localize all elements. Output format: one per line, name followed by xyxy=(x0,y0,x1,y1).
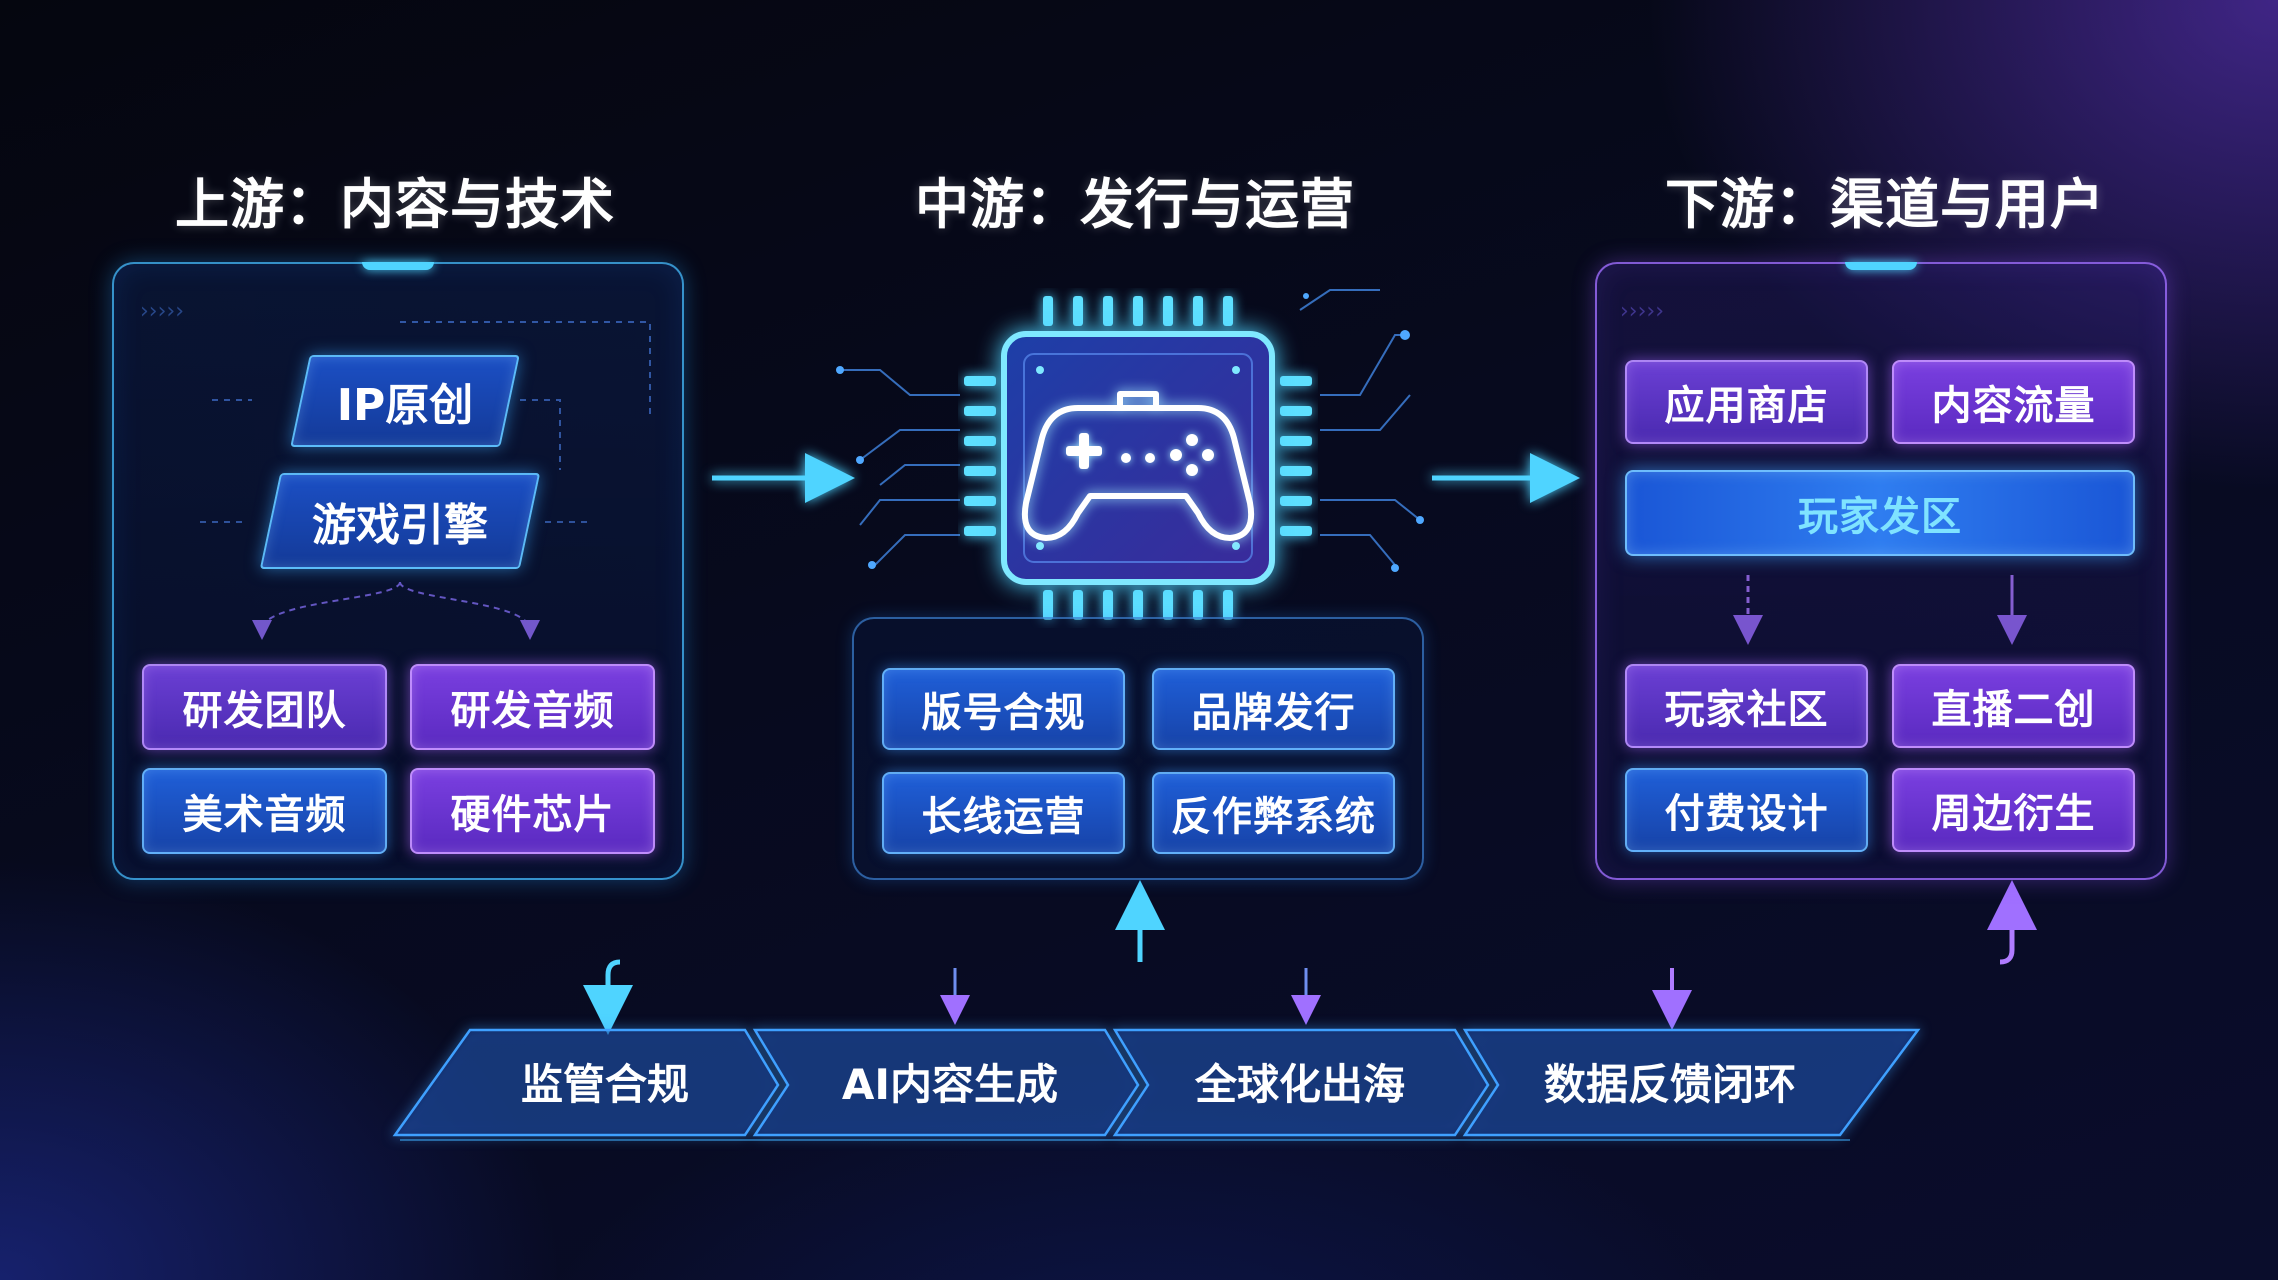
ip-original-box[interactable]: IP原创 xyxy=(290,355,520,447)
downstream-item-payment-design[interactable]: 付费设计 xyxy=(1625,768,1868,852)
svg-text:›››››: ››››› xyxy=(1620,299,1664,324)
upstream-item-rd-team[interactable]: 研发团队 xyxy=(142,664,387,750)
game-engine-label: 游戏引擎 xyxy=(312,500,488,551)
downstream-item-player-zone[interactable]: 玩家发区 xyxy=(1625,470,2135,556)
upstream-panel-tab xyxy=(362,262,434,270)
upstream-item-hardware-chip[interactable]: 硬件芯片 xyxy=(410,768,655,854)
ip-original-label: IP原创 xyxy=(336,380,474,431)
midstream-item-license[interactable]: 版号合规 xyxy=(882,668,1125,750)
downstream-title: 下游：渠道与用户 xyxy=(1665,173,2105,236)
downstream-item-livestream[interactable]: 直播二创 xyxy=(1892,664,2135,748)
midstream-item-anti-cheat[interactable]: 反作弊系统 xyxy=(1152,772,1395,854)
downstream-item-app-store[interactable]: 应用商店 xyxy=(1625,360,1868,444)
downstream-item-content-traffic[interactable]: 内容流量 xyxy=(1892,360,2135,444)
bottom-item-regulation[interactable]: 监管合规 xyxy=(520,1060,689,1109)
downstream-panel-tab xyxy=(1845,262,1917,270)
gamepad-chip-icon xyxy=(964,296,1312,620)
upstream-item-art-audio[interactable]: 美术音频 xyxy=(142,768,387,854)
downstream-item-merchandise[interactable]: 周边衍生 xyxy=(1892,768,2135,852)
midstream-item-live-ops[interactable]: 长线运营 xyxy=(882,772,1125,854)
bottom-item-ai-content[interactable]: AI内容生成 xyxy=(841,1060,1059,1109)
bottom-item-data-loop[interactable]: 数据反馈闭环 xyxy=(1543,1060,1796,1109)
upstream-item-rd-audio[interactable]: 研发音频 xyxy=(410,664,655,750)
midstream-title: 中游：发行与运营 xyxy=(915,173,1355,236)
bottom-item-global[interactable]: 全球化出海 xyxy=(1194,1060,1405,1109)
downstream-item-player-community[interactable]: 玩家社区 xyxy=(1625,664,1868,748)
midstream-item-brand-publish[interactable]: 品牌发行 xyxy=(1152,668,1395,750)
upstream-title: 上游：内容与技术 xyxy=(175,173,615,236)
svg-text:›››››: ››››› xyxy=(140,299,184,324)
game-engine-box[interactable]: 游戏引擎 xyxy=(259,473,541,569)
